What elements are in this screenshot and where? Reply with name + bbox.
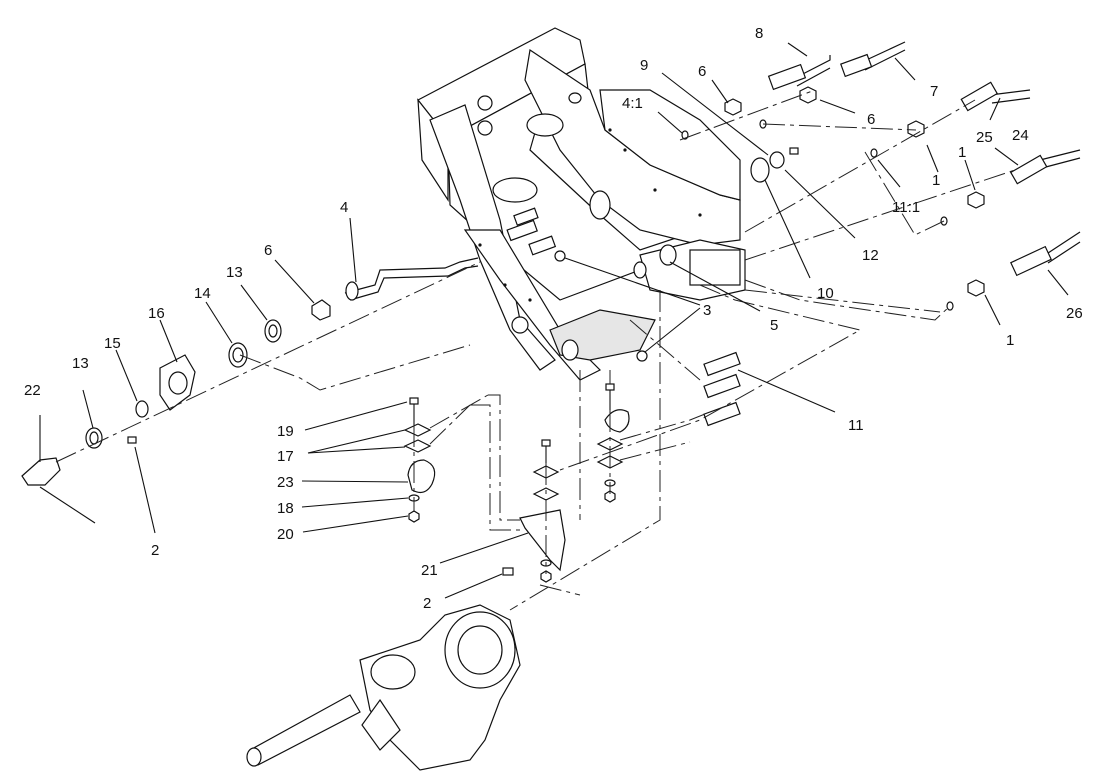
callout-21: 21 — [421, 562, 438, 579]
callout-23: 23 — [277, 474, 294, 491]
callout-10: 10 — [817, 285, 834, 302]
hose-assemblies — [767, 41, 1081, 277]
callout-7: 7 — [930, 83, 938, 100]
callout-9: 9 — [640, 57, 648, 74]
callout-14: 14 — [194, 285, 211, 302]
leader-lines — [39, 42, 1069, 599]
callout-11: 11 — [848, 417, 864, 434]
callout-17: 17 — [277, 448, 294, 465]
clamp-hardware-right — [596, 383, 630, 503]
callout-13: 13 — [72, 355, 89, 372]
nuts-and-orings — [681, 86, 985, 311]
callout-11-1: 11:1 — [892, 199, 920, 216]
callout-2: 2 — [151, 542, 159, 559]
centerlines — [55, 89, 1016, 611]
callout-4-1: 4:1 — [622, 95, 643, 112]
callout-12: 12 — [862, 247, 879, 264]
clamp-hardware-middle — [502, 439, 566, 583]
clamp-hardware-left — [403, 397, 436, 523]
callout-1: 1 — [958, 144, 966, 161]
callout-24: 24 — [1012, 127, 1029, 144]
callout-5: 5 — [770, 317, 778, 334]
main-frame — [417, 27, 746, 381]
callout-6: 6 — [867, 111, 875, 128]
left-fitting-group — [21, 257, 479, 486]
callout-8: 8 — [755, 25, 763, 42]
callout-6: 6 — [698, 63, 706, 80]
callout-16: 16 — [148, 305, 165, 322]
adapter-fittings — [703, 351, 741, 427]
gearbox-assembly — [246, 604, 521, 771]
callout-18: 18 — [277, 500, 294, 517]
callout-19: 19 — [277, 423, 294, 440]
callout-labels: 22 13 15 16 14 13 6 4 2 4:1 9 6 8 7 6 24… — [24, 25, 1083, 612]
callout-2: 2 — [423, 595, 431, 612]
callout-1: 1 — [1006, 332, 1014, 349]
callout-13: 13 — [226, 264, 243, 281]
callout-6: 6 — [264, 242, 272, 259]
callout-25: 25 — [976, 129, 993, 146]
callout-1: 1 — [932, 172, 940, 189]
callout-4: 4 — [340, 199, 348, 216]
callout-20: 20 — [277, 526, 294, 543]
callout-15: 15 — [104, 335, 121, 352]
callout-3: 3 — [703, 302, 711, 319]
callout-26: 26 — [1066, 305, 1083, 322]
frame-fittings — [506, 207, 648, 362]
callout-22: 22 — [24, 382, 41, 399]
